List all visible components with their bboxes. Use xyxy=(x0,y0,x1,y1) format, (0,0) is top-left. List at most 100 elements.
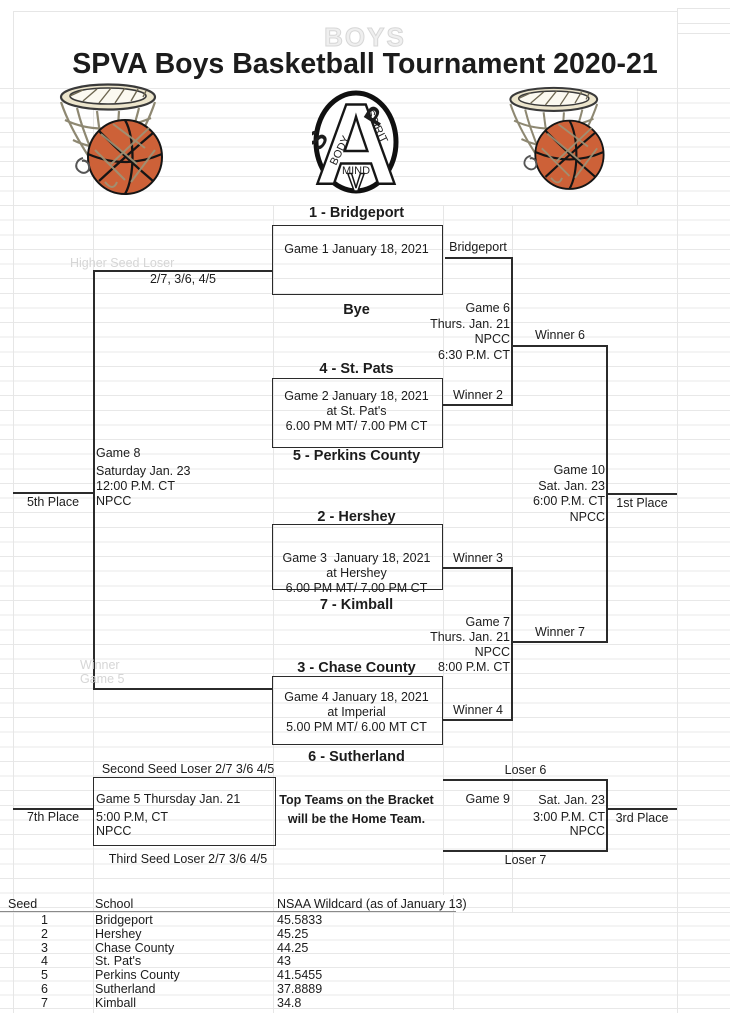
seed-cell: 4 xyxy=(41,954,48,968)
game9-detail-line: NPCC xyxy=(569,824,605,838)
gridline xyxy=(453,895,454,1010)
winner7-label: Winner 7 xyxy=(534,625,586,639)
game7-info: Game 7 Thurs. Jan. 21 NPCC 8:00 P.M. CT xyxy=(403,615,510,674)
wildcard-cell: 45.25 xyxy=(277,927,309,941)
home-team-note-line1: Top Teams on the Bracket xyxy=(279,793,434,807)
matchup-4-stpats: 4 - St. Pats xyxy=(319,361,394,377)
seventh-place-label: 7th Place xyxy=(26,810,80,824)
page-title: SPVA Boys Basketball Tournament 2020-21 xyxy=(72,48,658,80)
gridline xyxy=(13,11,14,1013)
bracket-line xyxy=(443,404,513,406)
matchup-7-kimball: 7 - Kimball xyxy=(319,597,394,613)
seed-cell: 2 xyxy=(41,927,48,941)
bracket-line xyxy=(511,567,513,721)
bracket-line xyxy=(443,567,513,569)
fifth-place-label: 5th Place xyxy=(26,495,80,509)
basketball-hoop-image-left xyxy=(59,83,163,195)
wildcard-cell: 45.5833 xyxy=(277,913,323,927)
wildcard-cell: 37.8889 xyxy=(277,982,323,996)
school-cell: Perkins County xyxy=(95,968,180,982)
game6-info: Game 6 Thurs. Jan. 21 NPCC 6:30 P.M. CT xyxy=(403,301,510,362)
game8-line: 12:00 P.M. CT xyxy=(96,479,175,493)
game4-line: Game 4 January 18, 2021 xyxy=(284,690,429,704)
bracket-line xyxy=(445,257,513,259)
game1-info: Game 1 January 18, 2021 xyxy=(284,242,429,256)
game7-line: Game 7 xyxy=(465,615,510,629)
bracket-line xyxy=(606,493,677,495)
bracket-line xyxy=(13,492,93,494)
game9-detail-line: Sat. Jan. 23 xyxy=(538,793,605,807)
winner6-label: Winner 6 xyxy=(534,328,586,342)
ghost-winner: Winner xyxy=(80,658,120,672)
seed-cell: 5 xyxy=(41,968,48,982)
game7-line: 8:00 P.M. CT xyxy=(437,660,510,674)
winner2-label: Winner 2 xyxy=(452,388,504,402)
game2-line: 6.00 PM MT/ 7.00 PM CT xyxy=(285,419,428,434)
game10-line: 6:00 P.M. CT xyxy=(532,494,605,508)
logo-word-mind: MIND xyxy=(342,165,370,177)
game5-line: 5:00 P.M, CT xyxy=(96,810,169,824)
home-team-note-line2: will be the Home Team. xyxy=(287,812,426,826)
bracket-line xyxy=(93,270,95,690)
spva-logo: A BODY SPIRIT MIND S P V xyxy=(312,90,399,196)
game3-line: Game 3 January 18, 2021 xyxy=(282,551,431,565)
first-place-label: 1st Place xyxy=(616,496,668,510)
seed-cell: 7 xyxy=(41,996,48,1010)
game5-line: NPCC xyxy=(96,824,132,838)
bracket-line xyxy=(511,345,608,347)
school-cell: Bridgeport xyxy=(95,913,153,927)
school-cell: Sutherland xyxy=(95,982,156,996)
matchup-5-perkins: 5 - Perkins County xyxy=(292,448,421,464)
game2-box xyxy=(272,378,443,448)
game6-line: Game 6 xyxy=(465,301,510,315)
gridline xyxy=(637,88,638,205)
loser6-label: Loser 6 xyxy=(504,763,547,777)
third-place-label: 3rd Place xyxy=(615,811,669,825)
game2-line: Game 2 January 18, 2021 xyxy=(284,389,429,403)
winner3-label: Winner 3 xyxy=(452,551,504,565)
basketball-hoop-image-right xyxy=(509,86,605,190)
bracket-line xyxy=(606,808,677,810)
boys-watermark: BOYS xyxy=(324,22,406,53)
game10-line: Sat. Jan. 23 xyxy=(538,478,605,493)
wildcard-cell: 41.5455 xyxy=(277,968,323,982)
gridline xyxy=(512,205,513,913)
game10-info: Game 10 Sat. Jan. 23 6:00 P.M. CT NPCC xyxy=(478,463,605,524)
school-cell: Kimball xyxy=(95,996,136,1010)
bracket-line xyxy=(93,688,272,690)
game5-box xyxy=(93,777,276,846)
game8-line: NPCC xyxy=(96,494,132,508)
third-seed-loser-label: Third Seed Loser 2/7 3/6 4/5 xyxy=(108,852,268,866)
bracket-line xyxy=(443,850,608,852)
wildcard-cell: 43 xyxy=(277,954,291,968)
gridline xyxy=(677,33,730,34)
game4-line: 5.00 PM MT/ 6.00 MT CT xyxy=(286,720,427,735)
seed-cell: 6 xyxy=(41,982,48,996)
game10-line: NPCC xyxy=(569,509,605,524)
gridline xyxy=(13,11,677,12)
bracket-line xyxy=(443,719,513,721)
matchup-bye: Bye xyxy=(343,302,370,318)
gridline-band xyxy=(0,205,730,913)
game6-line: 6:30 P.M. CT xyxy=(437,348,510,362)
table-header-underline xyxy=(0,911,456,912)
seed-table-header-school: School xyxy=(95,897,134,911)
bracket-line xyxy=(443,779,608,781)
seed-table-header-seed: Seed xyxy=(8,897,38,911)
wildcard-cell: 34.8 xyxy=(277,996,302,1010)
seed-cell: 3 xyxy=(41,941,48,955)
game9-detail-line: 3:00 P.M. CT xyxy=(532,810,605,824)
game8-line: Saturday Jan. 23 xyxy=(96,464,191,478)
ghost-higher-seed-loser: Higher Seed Loser xyxy=(70,256,175,270)
loser7-label: Loser 7 xyxy=(504,853,547,867)
game4-box xyxy=(272,676,443,745)
game2-line: at St. Pat's xyxy=(326,404,387,419)
school-cell: Hershey xyxy=(95,927,142,941)
gridline xyxy=(677,8,730,9)
matchup-3-chase: 3 - Chase County xyxy=(297,660,416,676)
second-seed-loser-label: Second Seed Loser 2/7 3/6 4/5 xyxy=(101,762,275,776)
bracket-line xyxy=(511,257,513,406)
